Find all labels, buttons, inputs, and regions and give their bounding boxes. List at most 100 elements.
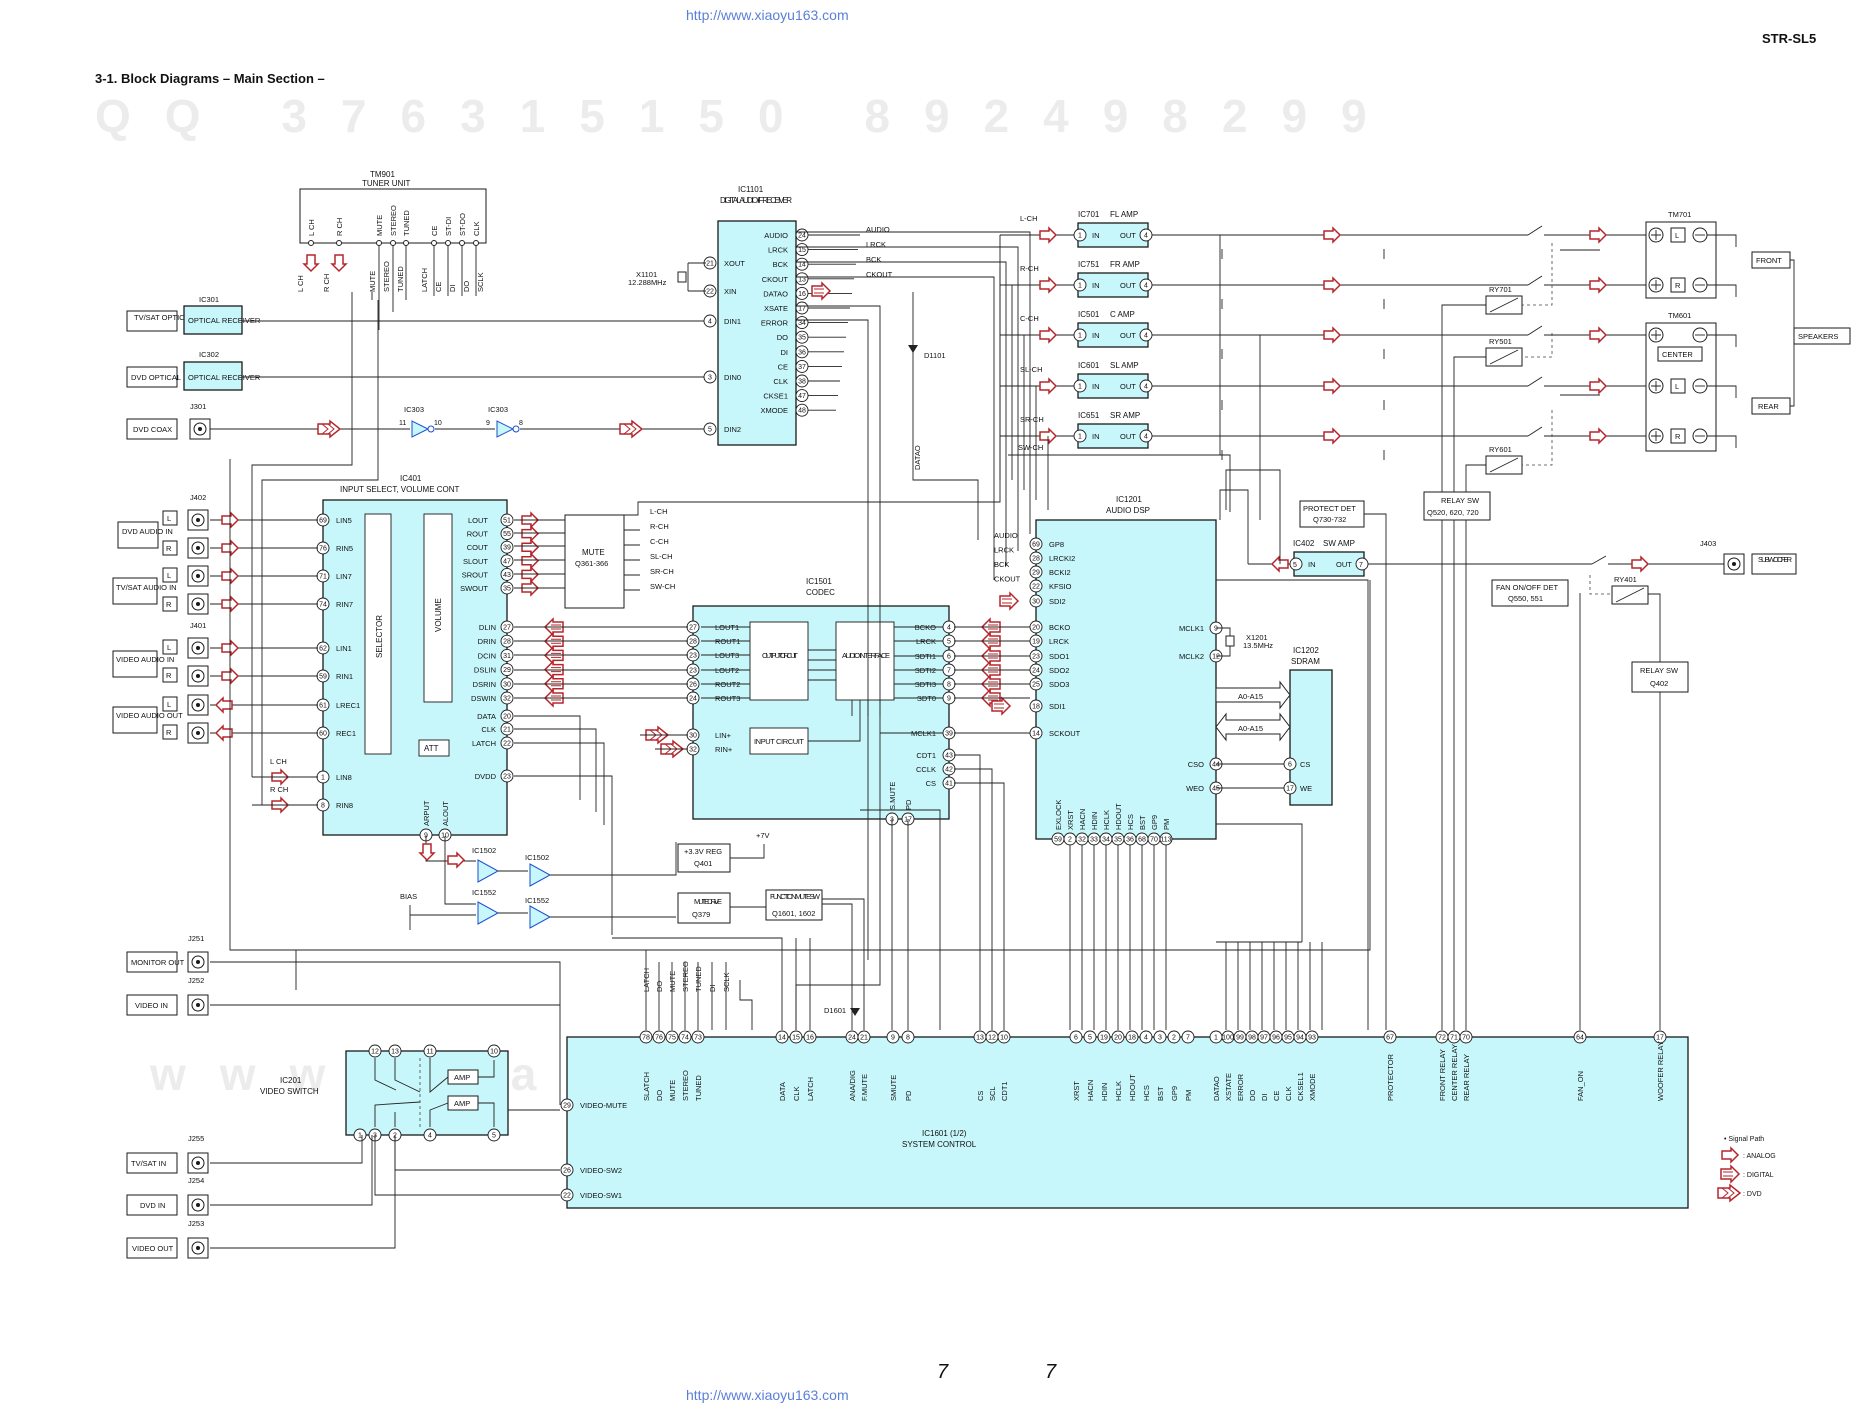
- protect-name: PROTECT DET: [1303, 504, 1356, 513]
- ic1201-ref: IC1201: [1116, 495, 1142, 504]
- ic1201-bpin-5: 35: [1111, 832, 1125, 846]
- ic1101-rname-0: AUDIO: [764, 231, 788, 240]
- ic1601-tname-24: DATAO: [1212, 1076, 1221, 1101]
- sdram-bus-2: A0-A15: [1238, 724, 1263, 733]
- ic401-out-name-5: SWOUT: [460, 584, 488, 593]
- io-tvsat-in: TV/SAT IN: [131, 1159, 166, 1168]
- ic1601-tpin-9: 21: [857, 1030, 871, 1044]
- amp-name-0: FL AMP: [1110, 210, 1138, 219]
- ic1601-tname-6: CLK: [792, 1086, 801, 1101]
- mute-out-4: SR-CH: [650, 567, 674, 576]
- ic401-lpin-7-num: 60: [319, 731, 327, 738]
- ic1201-lpin-11: 14: [1029, 726, 1043, 740]
- ic1201-bpin-4-num: 34: [1102, 837, 1110, 844]
- ic1601-tpin-34: 72: [1435, 1030, 1449, 1044]
- ic1501-lpin-5: 24: [686, 691, 700, 705]
- ic1201-lname-7: SDO1: [1049, 652, 1069, 661]
- ic303-pin-11: 11: [399, 420, 406, 427]
- ic401-lpin-3: 74: [316, 597, 330, 611]
- ic401-in-name-3: DSLIN: [474, 666, 496, 675]
- amp-in-3: IN: [1092, 382, 1100, 391]
- j253-ref: J253: [188, 1219, 204, 1228]
- amp-ref-0: IC701: [1078, 210, 1100, 219]
- ic1601-tname-38: WOOFER RELAY: [1656, 1041, 1665, 1101]
- ic1201-lpin-5: 20: [1029, 620, 1043, 634]
- ic1201-in-label-3: CKOUT: [994, 575, 1021, 584]
- url-top[interactable]: http://www.xiaoyu163.com: [686, 7, 849, 23]
- io-monitor-out: MONITOR OUT: [131, 958, 185, 967]
- page-number-left: 7: [937, 1361, 949, 1383]
- ic201-ref: IC201: [280, 1076, 302, 1085]
- ic1501-name: CODEC: [806, 588, 835, 597]
- ic401-in-pin-5-num: 32: [503, 696, 511, 703]
- selector-label: SELECTOR: [375, 615, 384, 658]
- fan-ref: Q550, 551: [1508, 594, 1543, 603]
- ic402-out: OUT: [1336, 560, 1352, 569]
- ic1501-rname-5: SDT0: [917, 694, 936, 703]
- ic1101-rpin-7-num: 35: [798, 335, 806, 342]
- ic401-in-pin-4: 30: [500, 677, 514, 691]
- model-name: STR-SL5: [1762, 31, 1816, 46]
- ic1601-tname-35: CENTER RELAY: [1450, 1044, 1459, 1101]
- ic1601-tpin-35-num: 71: [1450, 1035, 1458, 1042]
- ic1101-rpin-1: 15: [795, 243, 809, 257]
- ic1601-tname-30: CLK: [1284, 1086, 1293, 1101]
- ic1101-bus-ckout: CKOUT: [866, 270, 893, 279]
- ic401-out-name-2: COUT: [467, 543, 489, 552]
- ic1601-tpin-28-num: 97: [1260, 1035, 1268, 1042]
- ic401-lname-5: RIN1: [336, 672, 353, 681]
- ic1601-tname-34: FRONT RELAY: [1438, 1049, 1447, 1101]
- ic1601-tname-1: DO: [655, 1090, 664, 1101]
- ic1101-rname-9: CE: [778, 362, 788, 371]
- ic1601-tpin-30-num: 95: [1284, 1035, 1292, 1042]
- ic401-lpin-0-num: 69: [319, 518, 327, 525]
- ic401-in-pin-1-num: 28: [503, 639, 511, 646]
- tuner-pin-7: ST-DO: [458, 213, 467, 236]
- ic1201-bname-2: HACN: [1078, 809, 1087, 830]
- svg-text:L: L: [167, 514, 171, 523]
- ic1601-tname-9: F.MUTE: [860, 1074, 869, 1101]
- ic1201-in-label-1: LRCK: [994, 546, 1014, 555]
- ic1101-rpin-0-num: 24: [798, 233, 806, 240]
- ic1201-lname-2: BCKI2: [1049, 568, 1071, 577]
- j255-ref: J255: [188, 1134, 204, 1143]
- ic401-lname-2: LIN7: [336, 572, 352, 581]
- ic401-bname-0: ARPUT: [422, 800, 431, 826]
- speaker-relays: RY701 RY501 RY601 RY401: [1441, 243, 1661, 662]
- amp-pin-in-0-num: 1: [1078, 233, 1082, 240]
- ic1601-tpin-0: 78: [639, 1030, 653, 1044]
- ic401-in-pin-2-num: 31: [503, 653, 511, 660]
- tuner-out-2: MUTE: [368, 271, 377, 292]
- ic401-out-pin-5: 35: [500, 581, 514, 595]
- ic1501-lpin-1: 28: [686, 634, 700, 648]
- ic1101-rpin-1-num: 15: [798, 247, 806, 254]
- ic401-out-name-3: SLOUT: [463, 557, 488, 566]
- ic1601-tpin-32: 93: [1305, 1030, 1319, 1044]
- ic1101-rpin-12-num: 48: [798, 408, 806, 415]
- amp-in-4: IN: [1092, 432, 1100, 441]
- ic1101-lname-3: DIN0: [724, 373, 741, 382]
- ic1201-lpin-6: 19: [1029, 634, 1043, 648]
- ic1601-tpin-37: 64: [1573, 1030, 1587, 1044]
- j403-ref: J403: [1700, 539, 1716, 548]
- ic401-in-pin-2: 31: [500, 648, 514, 662]
- url-bottom[interactable]: http://www.xiaoyu163.com: [686, 1387, 849, 1403]
- ic201-amp-2: AMP: [454, 1099, 470, 1108]
- ic401-in-name-5: DSWIN: [471, 694, 496, 703]
- ic401-lpin-1-num: 76: [319, 546, 327, 553]
- ic1601-tpin-17: 19: [1097, 1030, 1111, 1044]
- ic1101-lpin-4: 5: [703, 422, 717, 436]
- amp-pin-in-2: 1: [1073, 328, 1087, 342]
- ic401-in-name-4: DSRIN: [473, 680, 496, 689]
- amp-pin-in-0: 1: [1073, 228, 1087, 242]
- ic1601-tpin-16: 5: [1083, 1030, 1097, 1044]
- ic1501-lpin-7: 32: [686, 742, 700, 756]
- ic1101-rname-1: LRCK: [768, 246, 788, 255]
- amp-pin-out-3: 4: [1139, 379, 1153, 393]
- tm701-ref: TM701: [1668, 210, 1691, 219]
- ic1601-tpin-18: 20: [1111, 1030, 1125, 1044]
- ic303-ref-a: IC303: [404, 405, 424, 414]
- ic1201-bpin-0-num: 59: [1054, 837, 1062, 844]
- page-title: 3-1. Block Diagrams – Main Section –: [95, 71, 325, 86]
